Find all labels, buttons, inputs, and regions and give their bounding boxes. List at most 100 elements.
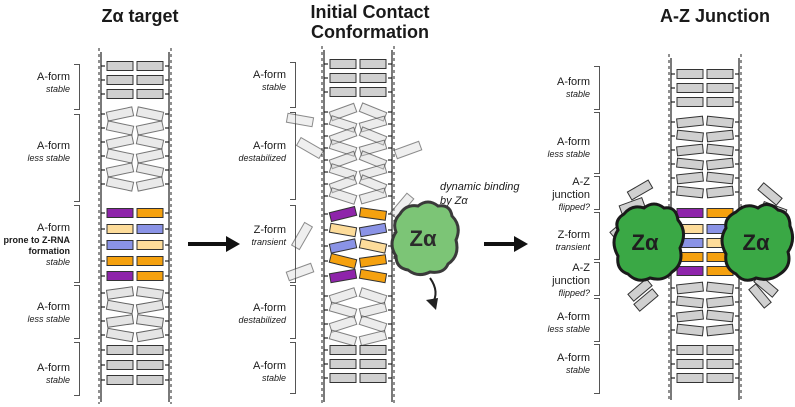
base-pair-block bbox=[676, 185, 704, 199]
dynamic-binding-note-2: by Zα bbox=[440, 195, 468, 207]
base-pair-block bbox=[105, 120, 135, 136]
initial-label-3: Z-form transient bbox=[210, 224, 286, 248]
panel-title-initial-line1: Initial Contact bbox=[310, 2, 430, 22]
base-pair-block bbox=[135, 162, 165, 178]
base-pair-block bbox=[706, 281, 734, 295]
base-pair-block bbox=[329, 345, 357, 355]
base-pair-block bbox=[135, 148, 165, 164]
base-pair-block bbox=[359, 373, 387, 383]
bracket bbox=[594, 212, 600, 260]
base-pair-block bbox=[706, 83, 734, 93]
base-pair-block bbox=[676, 266, 704, 276]
base-pair-block bbox=[676, 359, 704, 369]
bracket bbox=[594, 298, 600, 342]
base-pair-block bbox=[105, 176, 135, 192]
base-pair-block bbox=[329, 359, 357, 369]
base-pair-block bbox=[328, 115, 358, 133]
base-pair-block bbox=[105, 134, 135, 150]
base-pair-block bbox=[676, 208, 704, 218]
initial-label-5: A-form stable bbox=[210, 360, 286, 384]
zalpha-protein bbox=[390, 200, 460, 277]
base-pair-block bbox=[106, 224, 134, 234]
base-pair-block bbox=[136, 360, 164, 370]
base-pair-block bbox=[359, 87, 387, 97]
bracket bbox=[594, 262, 600, 296]
binding-arrow-head bbox=[426, 298, 438, 310]
base-pair-block bbox=[136, 256, 164, 266]
dynamic-binding-note-1: dynamic binding bbox=[440, 181, 520, 193]
label-sub: stable bbox=[261, 373, 286, 383]
bracket bbox=[290, 285, 296, 339]
bracket bbox=[594, 66, 600, 110]
label-main: A-Z bbox=[572, 262, 590, 274]
base-pair-block bbox=[706, 115, 734, 129]
bracket bbox=[290, 342, 296, 394]
base-pair-block bbox=[106, 271, 134, 281]
base-pair-block bbox=[328, 315, 358, 333]
label-sub: flipped? bbox=[558, 288, 590, 298]
label-main: Z-form bbox=[557, 229, 590, 241]
base-pair-block bbox=[106, 89, 134, 99]
base-pair-block bbox=[358, 287, 388, 305]
bracket bbox=[74, 205, 80, 283]
base-pair-block bbox=[106, 208, 134, 218]
base-pair-block bbox=[106, 360, 134, 370]
base-pair-block bbox=[285, 112, 315, 128]
base-pair-block bbox=[135, 286, 165, 300]
label-main: A-form bbox=[37, 362, 70, 374]
label-sub: transient bbox=[251, 237, 286, 247]
base-pair-block bbox=[105, 106, 135, 122]
base-pair-block bbox=[105, 299, 135, 315]
base-pair-block bbox=[135, 120, 165, 136]
base-pair-block bbox=[676, 83, 704, 93]
base-pair-block bbox=[676, 295, 704, 309]
base-pair-block bbox=[135, 299, 165, 315]
base-pair-block bbox=[329, 87, 357, 97]
base-pair-block bbox=[359, 345, 387, 355]
base-pair-block bbox=[285, 262, 315, 282]
base-pair-block bbox=[136, 208, 164, 218]
base-pair-block bbox=[633, 288, 659, 312]
label-main: A-form bbox=[253, 69, 286, 81]
base-pair-block bbox=[676, 69, 704, 79]
base-pair-block bbox=[328, 222, 358, 238]
base-pair-block bbox=[105, 162, 135, 178]
bracket bbox=[74, 285, 80, 339]
base-pair-block bbox=[135, 314, 165, 328]
target-label-3: A-form prone to Z-RNA formation stable bbox=[0, 222, 71, 268]
base-pair-block bbox=[328, 150, 358, 170]
initial-label-1: A-form stable bbox=[210, 69, 286, 93]
base-pair-block bbox=[706, 129, 734, 143]
label-bold-1: prone to Z-RNA bbox=[3, 235, 71, 245]
base-pair-block bbox=[290, 221, 314, 251]
bracket bbox=[594, 176, 600, 210]
base-pair-block bbox=[706, 185, 734, 199]
base-pair-block bbox=[706, 345, 734, 355]
base-pair-block bbox=[136, 240, 164, 250]
base-pair-block bbox=[706, 69, 734, 79]
base-pair-block bbox=[358, 254, 388, 268]
panel-title-initial-line2: Conformation bbox=[311, 22, 429, 42]
label-main: A-form bbox=[37, 140, 70, 152]
base-pair-block bbox=[358, 102, 388, 122]
base-pair-block bbox=[136, 345, 164, 355]
bracket bbox=[594, 112, 600, 174]
process-arrow-head bbox=[514, 236, 528, 252]
label-main: A-form bbox=[557, 76, 590, 88]
base-pair-block bbox=[106, 375, 134, 385]
label-main: A-form bbox=[557, 136, 590, 148]
base-pair-block bbox=[136, 271, 164, 281]
initial-label-4: A-form destabilized bbox=[210, 302, 286, 326]
zalpha-protein bbox=[612, 202, 685, 282]
junction-label-1: A-form stable bbox=[520, 76, 590, 100]
base-pair-block bbox=[358, 315, 388, 333]
base-pair-block bbox=[706, 171, 734, 185]
base-pair-block bbox=[393, 140, 423, 160]
base-pair-block bbox=[136, 89, 164, 99]
label-sub: stable bbox=[45, 257, 70, 267]
base-pair-block bbox=[328, 301, 358, 319]
base-pair-block bbox=[676, 281, 704, 295]
label-main: Z-form bbox=[253, 224, 286, 236]
target-label-1: A-form stable bbox=[0, 71, 70, 95]
